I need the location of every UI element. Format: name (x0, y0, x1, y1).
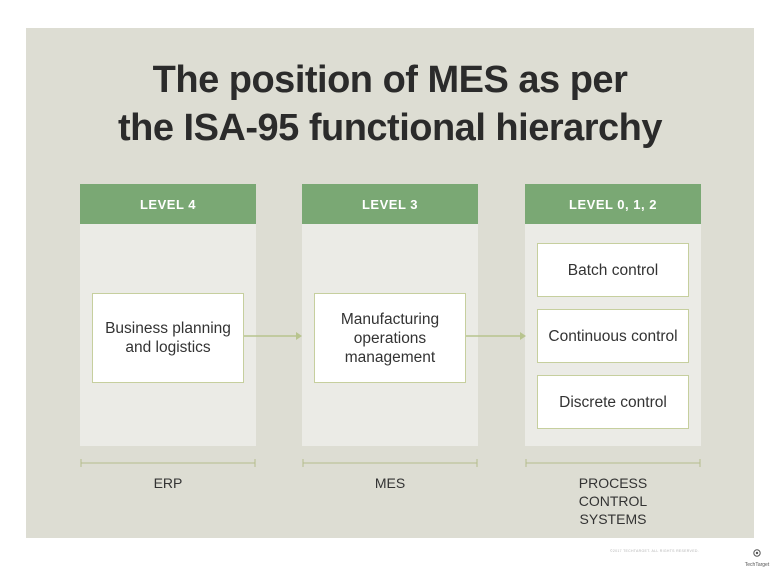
brand-mark: TechTarget (742, 544, 772, 568)
box-business-planning: Business planning and logistics (92, 293, 244, 383)
footer-erp: ERP (153, 475, 183, 491)
arrow-level3-to-level012 (466, 332, 526, 340)
brand-name: TechTarget (744, 562, 770, 568)
column-level-0-1-2: LEVEL 0, 1, 2 Batch control Continuous c… (525, 184, 701, 446)
diagram-title: The position of MES as per the ISA-95 fu… (26, 56, 754, 152)
box-discrete-control: Discrete control (537, 375, 689, 429)
techtarget-logo-icon (753, 549, 761, 557)
box-manufacturing-operations: Manufacturing operations management (314, 293, 466, 383)
column-level-3: LEVEL 3 Manufacturing operations managem… (302, 184, 478, 446)
title-line-2: the ISA-95 functional hierarchy (117, 107, 663, 149)
box-batch-control: Batch control (537, 243, 689, 297)
column-header-level-3: LEVEL 3 (302, 184, 478, 224)
footer-mes: MES (374, 475, 406, 491)
box-continuous-control: Continuous control (537, 309, 689, 363)
bracket-erp (80, 459, 256, 467)
footer-process-control-systems: PROCESS CONTROL SYSTEMS (578, 475, 648, 527)
title-line-1: The position of MES as per (152, 59, 628, 101)
arrow-level4-to-level3 (244, 332, 302, 340)
bracket-process-control (525, 459, 701, 467)
copyright-notice: ©2017 TECHTARGET. ALL RIGHTS RESERVED. (610, 549, 699, 553)
column-header-level-0-1-2: LEVEL 0, 1, 2 (525, 184, 701, 224)
column-level-4: LEVEL 4 Business planning and logistics (80, 184, 256, 446)
column-header-level-4: LEVEL 4 (80, 184, 256, 224)
bracket-mes (302, 459, 478, 467)
